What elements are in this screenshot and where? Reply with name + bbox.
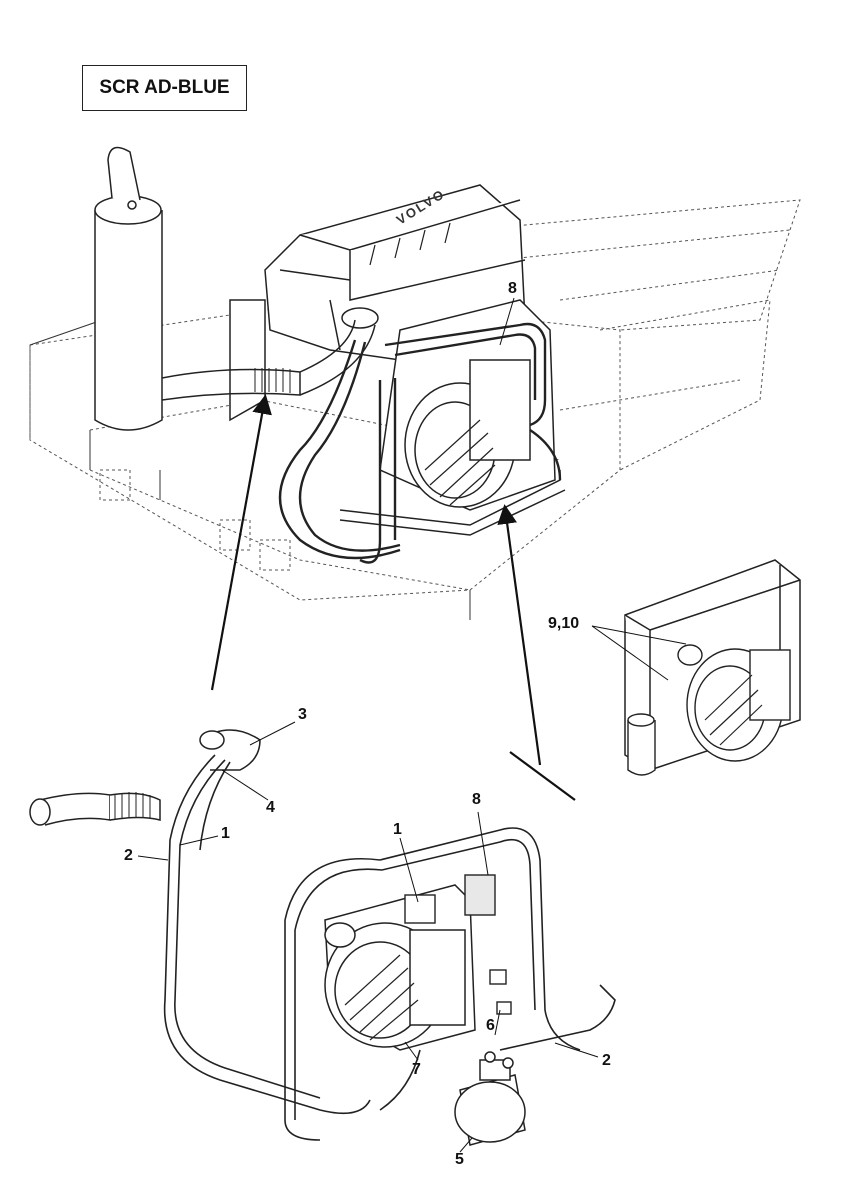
diagram-title: SCR AD-BLUE	[82, 65, 247, 111]
arrows	[210, 394, 576, 801]
exploded-heater	[324, 884, 476, 1051]
valve-cover-ribs	[369, 222, 451, 266]
exploded-bellows	[114, 792, 151, 819]
side-view-heater	[686, 648, 791, 762]
top-hose-bundle	[278, 322, 562, 564]
flex-bellows	[254, 368, 291, 393]
exploded-leaders	[137, 721, 599, 1153]
callout-4: 4	[266, 799, 275, 816]
callout-3: 3	[298, 706, 307, 723]
callout-8-exploded: 8	[472, 791, 481, 808]
callout-7: 7	[412, 1061, 421, 1078]
callout-1-left: 1	[221, 825, 230, 842]
callout-5: 5	[455, 1151, 464, 1168]
callout-9-10: 9,10	[548, 615, 580, 632]
callout-6: 6	[486, 1017, 495, 1034]
callout-8-top: 8	[508, 280, 517, 297]
side-view-ribs	[704, 674, 763, 746]
top-heater-unit	[379, 299, 556, 511]
exploded-valve-block	[404, 874, 512, 1015]
side-view-pipe	[627, 644, 703, 776]
leader-8-top	[499, 297, 515, 346]
top-base-plate	[339, 470, 566, 536]
exhaust-pipe	[161, 307, 379, 401]
callout-2-left: 2	[124, 847, 133, 864]
pump-assembly	[454, 1051, 526, 1146]
callout-1-right: 1	[393, 821, 402, 838]
top-heater-ribs	[424, 419, 496, 506]
exploded-heater-ribs	[344, 954, 419, 1041]
machine-frame	[29, 199, 801, 601]
exploded-pipe-left	[29, 729, 261, 826]
leader-9-10	[591, 625, 687, 681]
callout-2-right: 2	[602, 1052, 611, 1069]
exhaust-muffler	[94, 146, 163, 431]
